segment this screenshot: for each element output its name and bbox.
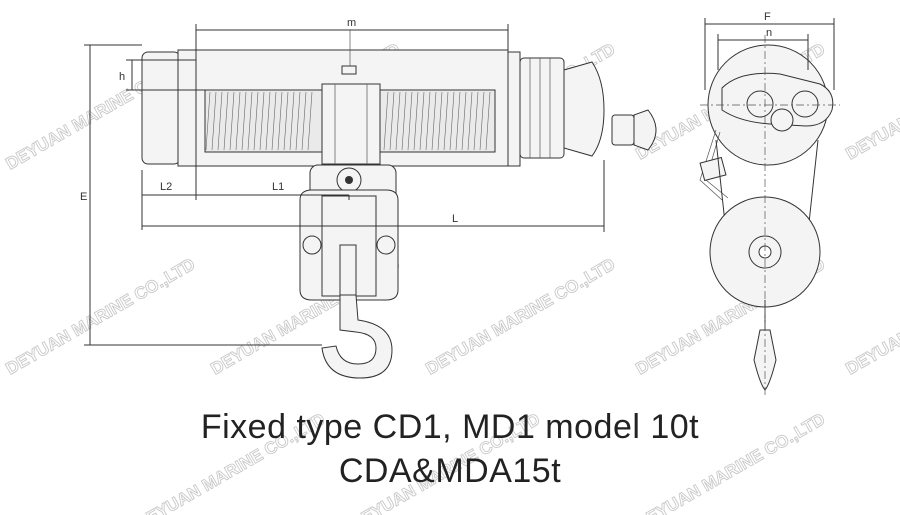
- left-flange: [177, 49, 197, 167]
- rope-guide: [321, 83, 381, 165]
- watermark-5: DEYUAN MARINE CO.,LTD: [843, 40, 900, 164]
- top-terminal: [341, 65, 357, 75]
- hook-shank: [339, 244, 357, 296]
- side-motor-cap: [633, 109, 657, 151]
- side-shaft-2: [791, 90, 819, 118]
- caption-line-2: CDA&MDA15t: [338, 452, 562, 490]
- side-view: [611, 35, 840, 395]
- side-motor-stub: [611, 114, 635, 146]
- side-limit-switch: [699, 156, 727, 182]
- front-view: [141, 49, 605, 379]
- left-end-cap: [141, 51, 181, 165]
- watermark-8: DEYUAN MARINE CO.,LTD: [423, 255, 619, 379]
- rope-windings: [205, 91, 491, 151]
- side-shaft-3: [770, 108, 794, 132]
- side-dimensions: F n: [704, 11, 835, 90]
- watermark-10: DEYUAN MARINE CO.,LTD: [843, 255, 900, 379]
- dim-L2: L2: [160, 181, 172, 193]
- front-dimensions: m h E L2 L1 L: [80, 17, 605, 346]
- side-shaft-1: [746, 90, 774, 118]
- dim-m: m: [347, 17, 356, 29]
- dim-L: L: [452, 213, 458, 225]
- hoist-motor: [519, 57, 565, 159]
- dim-h: h: [119, 71, 125, 83]
- watermark-6: DEYUAN MARINE CO.,LTD: [3, 255, 199, 379]
- caption-line-1: Fixed type CD1, MD1 model 10t: [200, 408, 700, 446]
- right-flange: [507, 51, 521, 167]
- hook: [321, 294, 393, 379]
- block-pin-right: [376, 235, 396, 255]
- block-pin-left: [302, 235, 322, 255]
- dim-n: n: [766, 27, 772, 39]
- dim-L1: L1: [272, 181, 284, 193]
- dim-E: E: [80, 191, 87, 203]
- motor-end-cover: [563, 61, 605, 157]
- dim-F: F: [764, 11, 771, 23]
